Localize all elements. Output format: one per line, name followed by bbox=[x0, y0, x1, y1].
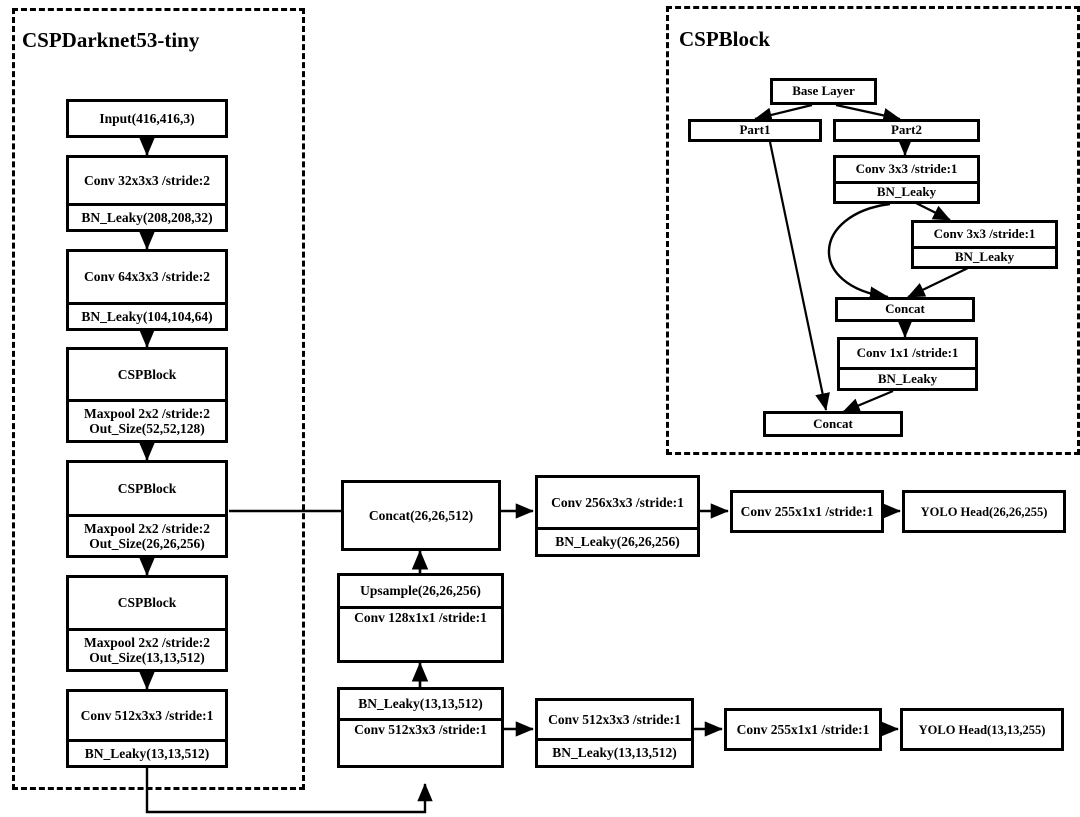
node-bn-leaky-13[interactable]: BN_Leaky(13,13,512) Conv 512x3x3 /stride… bbox=[337, 687, 504, 768]
cspblock-panel-title: CSPBlock bbox=[679, 27, 771, 51]
node-sublabel: BN_Leaky bbox=[914, 246, 1055, 266]
node-sublabel: BN_Leaky(26,26,256) bbox=[538, 527, 697, 554]
node-label: BN_Leaky(13,13,512) bbox=[358, 696, 483, 712]
node-label: Concat(26,26,512) bbox=[368, 507, 474, 523]
node-sublabel: BN_Leaky bbox=[836, 181, 977, 201]
node-yolo-head-13[interactable]: YOLO Head(13,13,255) bbox=[900, 708, 1064, 751]
node-label: CSPBlock bbox=[117, 595, 177, 611]
node-csp-concat-output[interactable]: Concat bbox=[763, 411, 903, 437]
node-label: Conv 255x1x1 /stride:1 bbox=[736, 721, 870, 737]
node-label: Conv 512x3x3 /stride:1 bbox=[80, 707, 214, 723]
node-concat-26[interactable]: Concat(26,26,512) bbox=[341, 480, 501, 551]
node-csp-conv1x1[interactable]: Conv 1x1 /stride:1 BN_Leaky bbox=[837, 337, 978, 391]
node-label: CSPBlock bbox=[117, 480, 177, 496]
node-sublabel: Maxpool 2x2 /stride:2 Out_Size(13,13,512… bbox=[69, 628, 225, 669]
node-label: Upsample(26,26,256) bbox=[360, 583, 481, 599]
node-label: Conv 64x3x3 /stride:2 bbox=[84, 269, 210, 285]
node-input[interactable]: Input(416,416,3) bbox=[66, 99, 228, 138]
node-label: Conv 32x3x3 /stride:2 bbox=[84, 172, 210, 188]
node-sublabel: BN_Leaky(13,13,512) bbox=[538, 738, 691, 765]
node-label: Concat bbox=[885, 301, 925, 317]
node-conv32[interactable]: Conv 32x3x3 /stride:2 BN_Leaky(208,208,3… bbox=[66, 155, 228, 232]
node-sublabel: Maxpool 2x2 /stride:2 Out_Size(26,26,256… bbox=[69, 514, 225, 555]
node-label: Conv 3x3 /stride:1 bbox=[855, 161, 958, 177]
node-csp-concat-inner[interactable]: Concat bbox=[835, 297, 975, 322]
node-conv255-13[interactable]: Conv 255x1x1 /stride:1 bbox=[724, 708, 882, 751]
node-sublabel: Conv 128x1x1 /stride:1 bbox=[340, 606, 501, 626]
node-label: Part2 bbox=[890, 122, 923, 138]
node-sublabel: BN_Leaky(104,104,64) bbox=[69, 302, 225, 328]
node-sublabel: BN_Leaky(13,13,512) bbox=[69, 739, 225, 765]
node-sublabel: Conv 512x3x3 /stride:1 bbox=[340, 718, 501, 738]
node-cspblock-2[interactable]: CSPBlock Maxpool 2x2 /stride:2 Out_Size(… bbox=[66, 460, 228, 558]
node-label: Part1 bbox=[739, 122, 771, 138]
node-label: YOLO Head(13,13,255) bbox=[918, 722, 1046, 737]
node-label: Conv 512x3x3 /stride:1 bbox=[548, 711, 681, 727]
backbone-panel-title: CSPDarknet53-tiny bbox=[22, 28, 200, 52]
node-csp-conv3x3-b[interactable]: Conv 3x3 /stride:1 BN_Leaky bbox=[911, 220, 1058, 269]
node-label: Conv 1x1 /stride:1 bbox=[856, 345, 959, 361]
node-label: Input(416,416,3) bbox=[99, 110, 195, 126]
node-label: CSPBlock bbox=[117, 366, 177, 382]
node-upsample[interactable]: Upsample(26,26,256) Conv 128x1x1 /stride… bbox=[337, 573, 504, 663]
node-conv255-26[interactable]: Conv 255x1x1 /stride:1 bbox=[730, 490, 884, 533]
node-part2[interactable]: Part2 bbox=[833, 119, 980, 142]
node-label: YOLO Head(26,26,255) bbox=[920, 504, 1048, 519]
node-yolo-head-26[interactable]: YOLO Head(26,26,255) bbox=[902, 490, 1066, 533]
node-label: Conv 3x3 /stride:1 bbox=[933, 226, 1036, 242]
node-base-layer[interactable]: Base Layer bbox=[770, 78, 877, 105]
node-cspblock-1[interactable]: CSPBlock Maxpool 2x2 /stride:2 Out_Size(… bbox=[66, 347, 228, 443]
node-cspblock-3[interactable]: CSPBlock Maxpool 2x2 /stride:2 Out_Size(… bbox=[66, 575, 228, 672]
node-conv64[interactable]: Conv 64x3x3 /stride:2 BN_Leaky(104,104,6… bbox=[66, 249, 228, 331]
node-sublabel: BN_Leaky(208,208,32) bbox=[69, 203, 225, 229]
node-label: Conv 256x3x3 /stride:1 bbox=[551, 494, 684, 510]
node-label: Base Layer bbox=[792, 83, 855, 99]
node-sublabel: BN_Leaky bbox=[840, 367, 975, 388]
node-csp-conv3x3-a[interactable]: Conv 3x3 /stride:1 BN_Leaky bbox=[833, 155, 980, 204]
node-conv512-backbone[interactable]: Conv 512x3x3 /stride:1 BN_Leaky(13,13,51… bbox=[66, 689, 228, 768]
node-sublabel: Maxpool 2x2 /stride:2 Out_Size(52,52,128… bbox=[69, 399, 225, 440]
node-conv512-head[interactable]: Conv 512x3x3 /stride:1 BN_Leaky(13,13,51… bbox=[535, 698, 694, 768]
node-label: Concat bbox=[813, 415, 853, 431]
cspblock-panel-frame bbox=[666, 6, 1080, 455]
node-label: Conv 255x1x1 /stride:1 bbox=[740, 503, 874, 519]
node-conv256[interactable]: Conv 256x3x3 /stride:1 BN_Leaky(26,26,25… bbox=[535, 475, 700, 557]
node-part1[interactable]: Part1 bbox=[688, 119, 822, 142]
